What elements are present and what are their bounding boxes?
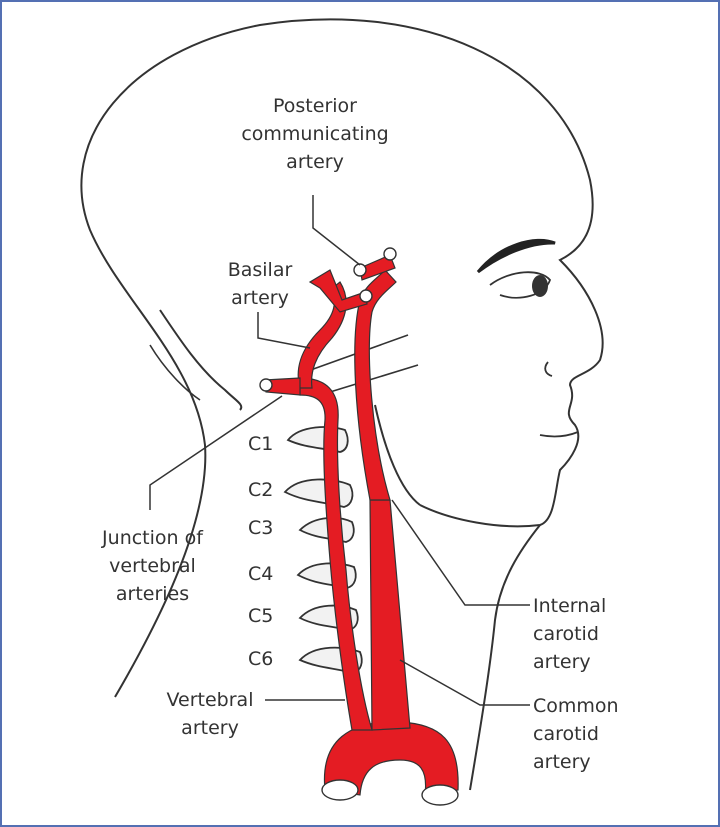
label-line: artery — [533, 751, 591, 773]
ear-outline — [159, 309, 243, 411]
label-c5: C5 — [248, 605, 274, 627]
leader-basilar — [257, 312, 311, 349]
nostril-mark — [544, 361, 553, 377]
label-line: vertebral — [109, 555, 196, 577]
label-line: Posterior — [273, 95, 357, 117]
leader-junction — [149, 395, 283, 510]
label-line: carotid — [533, 623, 599, 645]
label-posterior-communicating-artery: Posterior communicating artery — [230, 92, 400, 176]
label-line: artery — [231, 287, 289, 309]
internal-carotid-artery — [354, 269, 397, 501]
common-carotid-artery — [369, 499, 411, 731]
eye-iris — [532, 275, 548, 297]
leader-posterior-communicating — [312, 195, 361, 266]
label-line: Vertebral — [166, 689, 254, 711]
vertebra-c1 — [286, 426, 349, 453]
label-line: carotid — [533, 723, 599, 745]
label-line: arteries — [115, 583, 190, 605]
label-c3: C3 — [248, 517, 274, 539]
label-c6: C6 — [248, 648, 274, 670]
label-line: Common — [533, 695, 619, 717]
neck-front-outline — [469, 524, 541, 791]
label-common-carotid-artery: Common carotid artery — [533, 692, 619, 776]
artery-stumps — [259, 247, 459, 806]
head-outline — [80, 18, 604, 698]
label-c1: C1 — [248, 433, 274, 455]
label-line: Junction of — [102, 527, 203, 549]
stump-left — [259, 378, 273, 392]
arch-stump-left — [321, 779, 359, 801]
label-line: artery — [286, 151, 344, 173]
leader-internal-carotid — [391, 499, 530, 606]
mouth-mark — [539, 431, 579, 438]
left-vertebral-branch — [264, 377, 301, 396]
label-c4: C4 — [248, 563, 274, 585]
label-internal-carotid-artery: Internal carotid artery — [533, 592, 606, 676]
eyebrow — [476, 238, 556, 274]
label-basilar-artery: Basilar artery — [210, 256, 310, 312]
label-line: Basilar — [227, 259, 293, 281]
label-vertebral-artery: Vertebral artery — [150, 686, 270, 742]
posterior-cerebral-branch — [308, 269, 368, 313]
label-line: artery — [181, 717, 239, 739]
artery-group — [264, 254, 459, 796]
jaw-outline — [374, 404, 421, 506]
leader-lines — [149, 195, 530, 706]
label-c2: C2 — [248, 479, 274, 501]
label-line: communicating — [241, 123, 389, 145]
label-junction-of-vertebral-arteries: Junction of vertebral arteries — [90, 524, 215, 608]
label-line: Internal — [533, 595, 607, 617]
eye-outline — [489, 271, 552, 299]
leader-common-carotid — [399, 659, 530, 706]
skull-base-line-lower — [329, 364, 419, 393]
vertebra-c2 — [283, 478, 354, 508]
label-line: artery — [533, 651, 591, 673]
stump-top-left — [353, 263, 367, 277]
arch-stump-right — [421, 784, 459, 806]
ear-inner-outline — [149, 344, 201, 401]
stump-mid — [359, 289, 373, 303]
stump-top-right — [383, 247, 397, 261]
